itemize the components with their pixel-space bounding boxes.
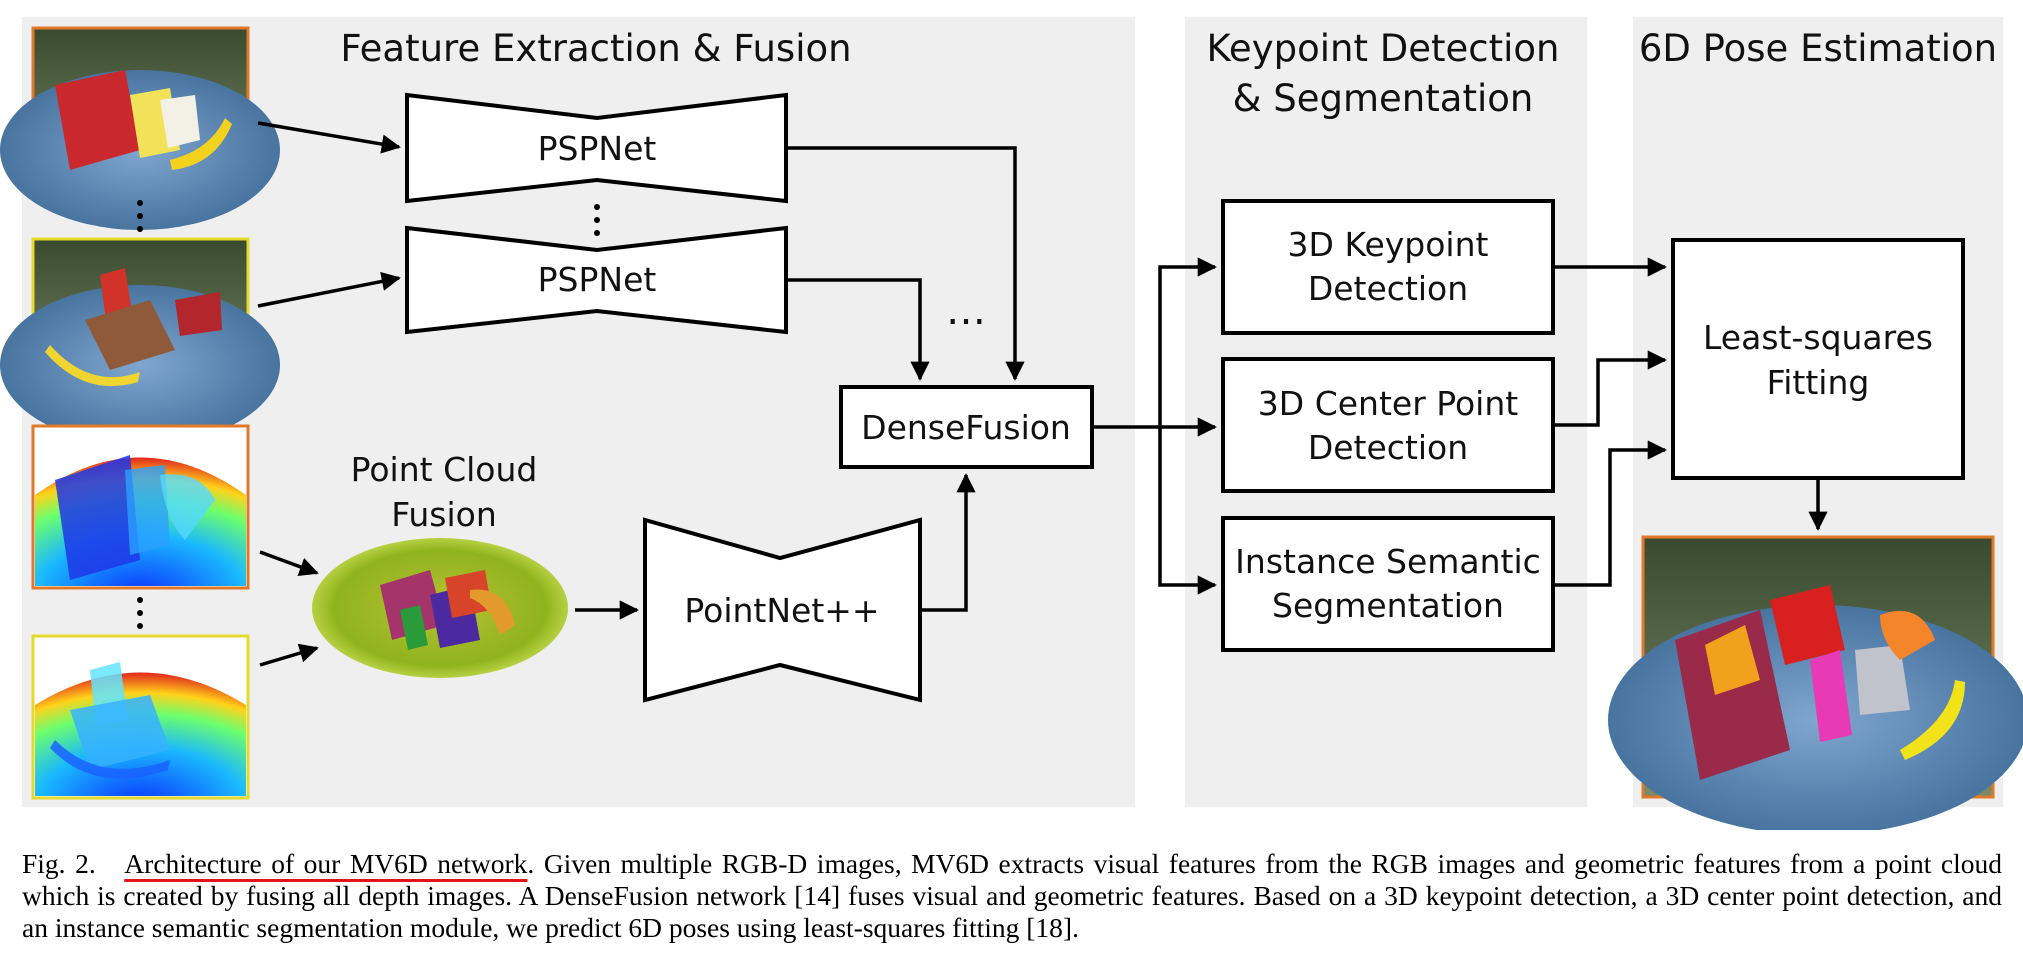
point-cloud-image	[312, 538, 568, 678]
arrow-depth1-cloud	[259, 550, 319, 577]
pspnet-bottom-label: PSPNet	[538, 260, 657, 299]
arrow-pspnet-top-densefusion	[786, 146, 1025, 381]
least-squares-label-line1: Least-squares	[1703, 318, 1933, 357]
dot	[594, 204, 600, 210]
keypoint-detection-box	[1221, 199, 1555, 335]
dot	[137, 200, 143, 206]
depth-image-1	[31, 424, 250, 590]
center-label-line2: Detection	[1308, 428, 1468, 467]
arrow-segmentation-lsq	[1553, 440, 1667, 587]
dot	[137, 213, 143, 219]
depth-image-2	[31, 634, 250, 800]
keypoint-label-line2: Detection	[1308, 269, 1468, 308]
arrow-densefusion-keypoint	[1158, 257, 1217, 427]
center-label-line1: 3D Center Point	[1258, 384, 1518, 423]
caption-body: . Given multiple RGB-D images, MV6D extr…	[22, 848, 2003, 943]
keypoint-title-line1: Keypoint Detection	[1207, 27, 1560, 70]
densefusion-box	[839, 385, 1094, 469]
dot	[594, 230, 600, 236]
pose-title: 6D Pose Estimation	[1639, 27, 1997, 70]
arrow-densefusion-segmentation	[1158, 427, 1217, 595]
rgb-image-1	[0, 26, 280, 230]
segmentation-box	[1221, 516, 1555, 652]
point-cloud-title-line1: Point Cloud	[351, 450, 538, 489]
center-point-box	[1221, 357, 1555, 493]
segmentation-label-line1: Instance Semantic	[1235, 542, 1541, 581]
dot	[137, 610, 143, 616]
pspnet-bottom-visible	[405, 225, 788, 335]
architecture-diagram: Feature Extraction & Fusion Keypoint Det…	[0, 17, 2023, 830]
arrow-rgb2-pspnet	[257, 271, 401, 308]
keypoint-label-line1: 3D Keypoint	[1288, 225, 1489, 264]
extraction-title: Feature Extraction & Fusion	[340, 27, 851, 70]
rgb-image-2	[0, 237, 280, 445]
dot	[137, 597, 143, 603]
arrow-center-lsq	[1553, 350, 1667, 427]
segmentation-label-line2: Segmentation	[1272, 586, 1504, 625]
densefusion-label: DenseFusion	[861, 408, 1071, 447]
dot	[137, 623, 143, 629]
figure-caption: Fig. 2. Architecture of our MV6D network…	[22, 848, 2002, 944]
pose-output-image	[1608, 535, 2023, 830]
keypoint-title-line2: & Segmentation	[1233, 77, 1534, 120]
pointnet-label: PointNet++	[684, 591, 879, 630]
dot	[594, 217, 600, 223]
least-squares-box	[1671, 238, 1965, 480]
figure-label: Fig. 2.	[22, 848, 96, 879]
arrow-pointnet-densefusion	[920, 473, 976, 612]
ellipsis-label: …	[946, 288, 986, 334]
least-squares-label-line2: Fitting	[1767, 363, 1870, 402]
arrow-depth2-cloud	[259, 643, 319, 667]
pointnet-shape	[643, 517, 922, 703]
pspnet-top-label: PSPNet	[538, 129, 657, 168]
arrow-rgb1-pspnet	[257, 121, 401, 154]
pspnet-top-visible	[405, 92, 788, 204]
figure-title: Architecture of our MV6D network	[124, 848, 528, 879]
point-cloud-title-line2: Fusion	[391, 495, 497, 534]
dot	[137, 226, 143, 232]
arrow-pspnet-bottom-densefusion	[786, 278, 930, 381]
